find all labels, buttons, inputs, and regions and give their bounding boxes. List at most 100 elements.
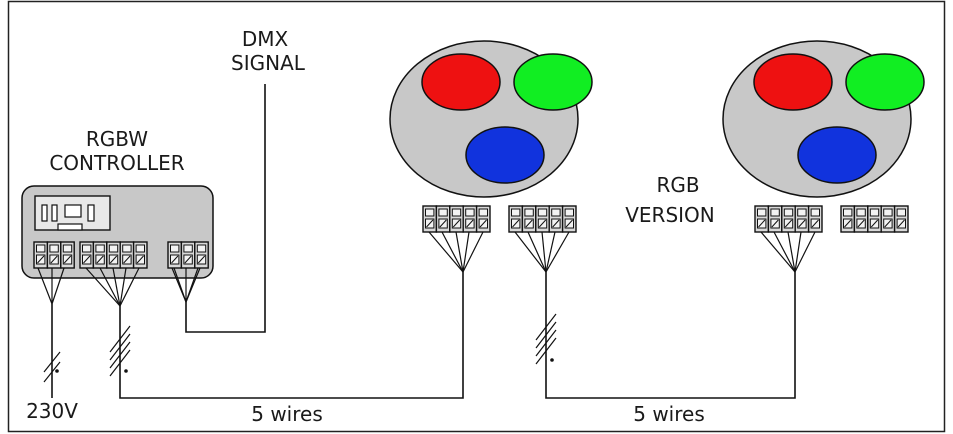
dmx-label-line1: DMX bbox=[242, 27, 289, 51]
wires-count-label-1: 5 wires bbox=[251, 402, 323, 426]
terminal-slot bbox=[62, 244, 73, 253]
fixture-1-terminal-out bbox=[508, 205, 577, 233]
fixture-1-terminal-in bbox=[422, 205, 491, 233]
fixture-2-led-blue bbox=[797, 126, 877, 184]
controller-button bbox=[57, 223, 83, 231]
version-label-line2: VERSION bbox=[625, 203, 715, 227]
terminal-slot bbox=[122, 244, 132, 253]
terminal-slot bbox=[896, 208, 906, 217]
output-fan-wire-d bbox=[119, 267, 127, 307]
fixture-2-led-red bbox=[753, 53, 833, 111]
terminal-screw-slot bbox=[811, 219, 819, 228]
fixture-1-out-fan-b bbox=[527, 231, 547, 273]
output-fan-wire-c bbox=[112, 267, 121, 307]
terminal-slot bbox=[82, 244, 92, 253]
fixture-1-led-blue bbox=[465, 126, 545, 184]
version-label-line1: RGB bbox=[656, 173, 699, 197]
mains-dot bbox=[55, 369, 59, 373]
fixture-1-in-fan-e bbox=[462, 231, 484, 273]
output-dot bbox=[124, 369, 128, 373]
terminal-screw-slot bbox=[758, 219, 766, 228]
terminal-screw-slot bbox=[552, 219, 560, 228]
controller-display-slot-2 bbox=[51, 204, 58, 222]
output-slash-2 bbox=[109, 333, 131, 361]
rgb-fixture-2 bbox=[722, 40, 925, 233]
fixture-2-in-fan-d bbox=[794, 231, 802, 273]
cable2-slash-4 bbox=[535, 337, 557, 365]
fixture-2-in-fan-e bbox=[794, 231, 816, 273]
dmx-fan-wire-a bbox=[173, 267, 187, 303]
terminal-screw-slot bbox=[197, 255, 206, 264]
terminal-slot bbox=[170, 244, 180, 253]
terminal-slot bbox=[564, 208, 574, 217]
controller-display-slot-3 bbox=[64, 204, 82, 218]
terminal-slot bbox=[757, 208, 767, 217]
fixture-1-out-fan-c bbox=[541, 231, 547, 273]
fixture-1-out-fan-e bbox=[545, 231, 570, 273]
output-slash-4 bbox=[109, 349, 131, 377]
terminal-slot bbox=[537, 208, 548, 217]
terminal-slot bbox=[183, 244, 193, 253]
terminal-screw-slot bbox=[136, 255, 144, 264]
fixture-1-out-fan-a bbox=[514, 231, 547, 273]
terminal-screw-slot bbox=[857, 219, 865, 228]
terminal-screw-slot bbox=[63, 255, 72, 264]
dmx-label-line2: SIGNAL bbox=[231, 51, 306, 75]
controller-display-slot-4 bbox=[87, 204, 95, 222]
terminal-slot bbox=[770, 208, 780, 217]
terminal-slot bbox=[551, 208, 561, 217]
terminal-screw-slot bbox=[798, 219, 806, 228]
terminal-screw-slot bbox=[171, 255, 179, 264]
dmx-fan-wire-c bbox=[185, 267, 199, 303]
terminal-screw-slot bbox=[565, 219, 573, 228]
terminal-screw-slot bbox=[512, 219, 520, 228]
terminal-screw-slot bbox=[479, 219, 487, 228]
mains-fan-wire-c bbox=[51, 267, 65, 305]
terminal-slot bbox=[869, 208, 880, 217]
output-fan-wire-e bbox=[119, 267, 140, 307]
terminal-slot bbox=[135, 244, 146, 253]
terminal-screw-slot bbox=[50, 255, 58, 264]
terminal-screw-slot bbox=[123, 255, 131, 264]
fixture-2-in-fan-c bbox=[787, 231, 796, 273]
wires-count-label-2: 5 wires bbox=[633, 402, 705, 426]
output-slash-3 bbox=[109, 341, 131, 369]
fixture-1-in-fan-c bbox=[455, 231, 464, 273]
terminal-slot bbox=[797, 208, 807, 217]
mains-slash-1 bbox=[43, 351, 61, 373]
terminal-slot bbox=[883, 208, 893, 217]
fixture-2-terminal-out bbox=[840, 205, 909, 233]
terminal-slot bbox=[511, 208, 521, 217]
terminal-screw-slot bbox=[897, 219, 905, 228]
controller-label-line2: CONTROLLER bbox=[49, 151, 184, 175]
fixture-1-led-red bbox=[421, 53, 501, 111]
terminal-slot bbox=[108, 244, 119, 253]
fixture-2-led-green bbox=[845, 53, 925, 111]
mains-fan-wire-a bbox=[37, 267, 53, 305]
terminal-slot bbox=[36, 244, 46, 253]
terminal-slot bbox=[783, 208, 794, 217]
terminal-slot bbox=[451, 208, 462, 217]
fixture-1-in-fan-d bbox=[462, 231, 470, 273]
terminal-screw-slot bbox=[784, 219, 793, 228]
mains-slash-2 bbox=[43, 361, 61, 383]
terminal-slot bbox=[856, 208, 866, 217]
terminal-screw-slot bbox=[771, 219, 779, 228]
terminal-screw-slot bbox=[466, 219, 474, 228]
terminal-slot bbox=[438, 208, 448, 217]
terminal-screw-slot bbox=[96, 255, 104, 264]
terminal-screw-slot bbox=[83, 255, 91, 264]
terminal-slot bbox=[49, 244, 59, 253]
fixture-1-in-fan-a bbox=[428, 231, 464, 273]
terminal-slot bbox=[843, 208, 853, 217]
terminal-screw-slot bbox=[109, 255, 118, 264]
fixture-1-led-green bbox=[513, 53, 593, 111]
controller-terminal-dmx bbox=[167, 241, 209, 269]
terminal-screw-slot bbox=[452, 219, 461, 228]
rgb-fixture-1 bbox=[389, 40, 593, 233]
terminal-slot bbox=[196, 244, 207, 253]
controller-display-slot-1 bbox=[41, 204, 48, 222]
output-fan-wire-a bbox=[85, 267, 121, 307]
mains-voltage-label: 230V bbox=[26, 399, 78, 423]
terminal-screw-slot bbox=[884, 219, 892, 228]
